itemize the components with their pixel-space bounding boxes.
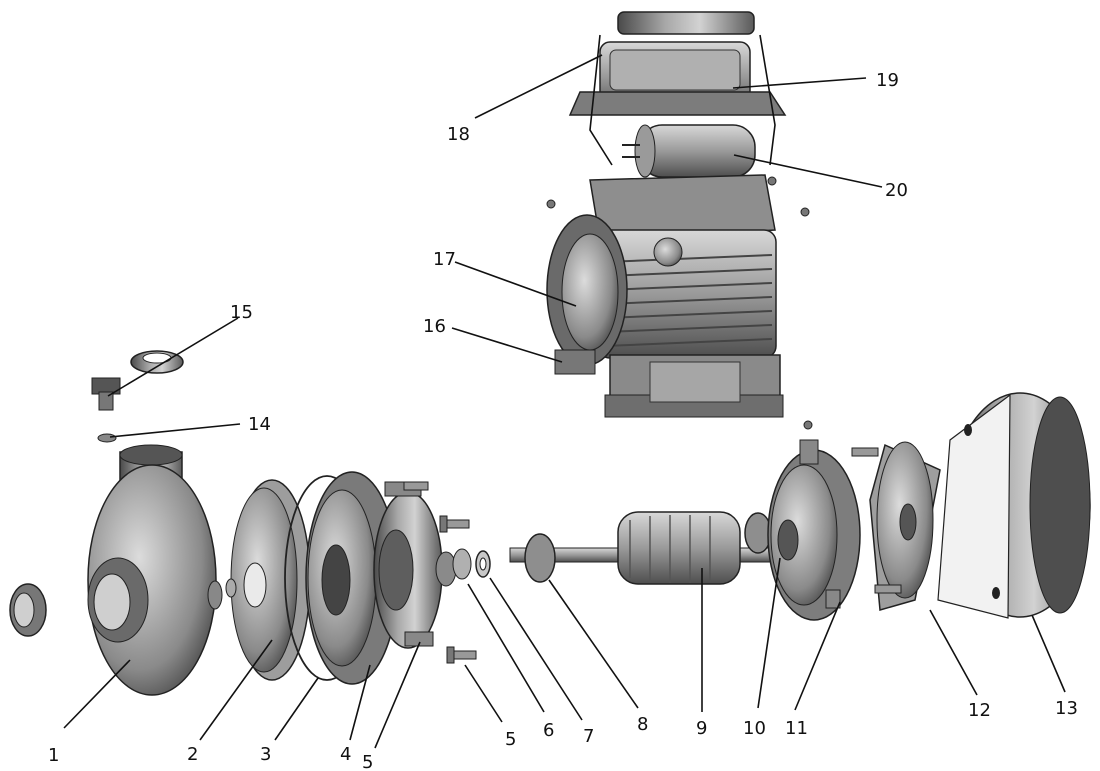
leader-lines [63, 54, 1066, 749]
mechanical-seal-shape [435, 548, 472, 587]
fan-shape [851, 441, 941, 611]
screws-top [546, 176, 810, 217]
label-fan-cover: 13 [1055, 698, 1078, 719]
label-capacitor: 20 [885, 180, 908, 201]
label-o-ring: 3 [260, 744, 271, 765]
label-priming-plug: 15 [230, 302, 253, 323]
fan-cover-shape [937, 392, 1091, 619]
label-priming-plug-gasket: 14 [248, 414, 271, 435]
washer-shape [475, 550, 491, 578]
label-pump-casing: 1 [48, 745, 59, 766]
label-rotor: 9 [696, 718, 707, 739]
priming-plug-shape [91, 350, 184, 411]
label-shaft: 8 [637, 714, 648, 735]
impeller-nut-shape [225, 578, 237, 598]
label-fan: 12 [968, 700, 991, 721]
label-stator-housing: 17 [433, 249, 456, 270]
pump-cover-flange-shape [305, 471, 399, 685]
label-washer: 7 [583, 726, 594, 747]
priming-plug-gasket-shape [97, 433, 117, 443]
rear-end-cover-shape [767, 420, 861, 621]
stator-housing-shape [546, 174, 777, 366]
label-base-foot: 16 [423, 316, 446, 337]
terminal-box-cover-shape [568, 41, 787, 116]
callout-labels: 1 2 3 4 5 5 6 7 8 9 10 11 12 13 14 15 16… [48, 70, 1078, 771]
base-foot-shape [554, 349, 784, 418]
capacitor-shape [622, 124, 756, 178]
label-terminal-box-cover: 19 [876, 70, 899, 91]
motor-front-flange-shape [373, 481, 443, 649]
label-mechanical-seal: 6 [543, 720, 554, 741]
label-pump-cover-flange: 4 [340, 744, 351, 765]
label-bolt: 5 [505, 729, 516, 750]
bolts [403, 481, 477, 664]
pump-casing-shape [87, 444, 223, 696]
label-impeller: 2 [187, 744, 198, 765]
rotor-shape [617, 511, 741, 585]
label-handle: 18 [447, 124, 470, 145]
label-rear-end-cover: 11 [785, 718, 808, 739]
inlet-nozzle-shape [9, 583, 47, 637]
label-motor-front-flange: 5 [362, 752, 373, 771]
handle-shape [589, 11, 776, 166]
label-bearing: 10 [743, 718, 766, 739]
